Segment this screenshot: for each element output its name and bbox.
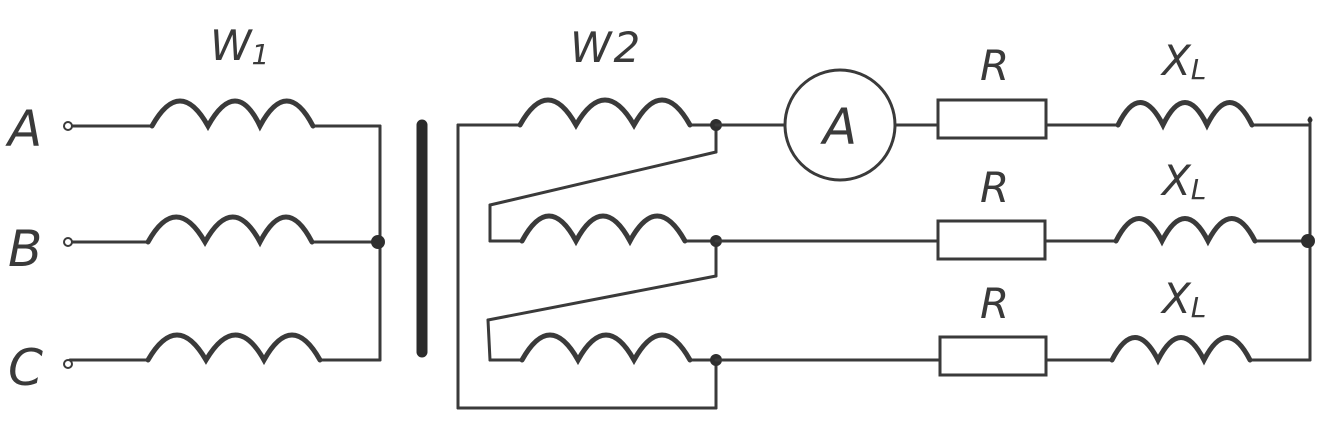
resistor-a-label: R [980, 41, 1009, 90]
inductor-a [1115, 100, 1255, 131]
inductor-c [1109, 335, 1253, 366]
load-corner-a [1307, 117, 1313, 123]
phase-c-label: C [8, 339, 43, 397]
inductor-c-subscript: L [1191, 291, 1207, 324]
terminal-c [63, 359, 73, 369]
inductor-a-label: XL [1160, 36, 1206, 86]
inductor-c-letter: X [1160, 274, 1192, 323]
phase-a-label: A [5, 100, 42, 158]
primary-winding-label: W1 [210, 21, 269, 71]
secondary-coil-a [517, 97, 693, 131]
inductor-c-label: XL [1160, 274, 1206, 324]
primary-wires [68, 124, 382, 362]
primary-coil-a [149, 98, 316, 132]
phase-b-label: B [8, 220, 42, 278]
primary-winding-letter: W [210, 21, 253, 70]
ammeter [783, 68, 897, 182]
terminal-a [63, 121, 73, 131]
resistor-a [936, 98, 1048, 140]
inductor-b [1113, 216, 1258, 247]
secondary-wires [456, 123, 718, 410]
resistor-b-label: R [980, 163, 1009, 212]
primary-winding-subscript: 1 [252, 38, 270, 71]
inductor-a-letter: X [1160, 36, 1192, 85]
resistor-c [938, 335, 1048, 377]
load-wires [714, 116, 1312, 362]
inductor-a-subscript: L [1191, 53, 1207, 86]
secondary-winding-subscript: 2 [614, 23, 641, 72]
primary-coil-c [145, 332, 323, 366]
inductor-b-subscript: L [1191, 173, 1207, 206]
secondary-coil-b [519, 213, 688, 247]
inductor-b-label: XL [1160, 156, 1206, 206]
ammeter-label: A [820, 98, 857, 156]
resistor-c-label: R [980, 279, 1009, 328]
primary-star-node [371, 235, 385, 249]
secondary-coil-c [519, 332, 693, 366]
primary-coil-b [145, 214, 315, 248]
secondary-winding-letter: W [570, 23, 613, 72]
inductor-b-letter: X [1160, 156, 1192, 205]
terminal-b [63, 237, 73, 247]
load-star-node [1301, 234, 1315, 248]
resistor-b [936, 219, 1047, 261]
secondary-winding-label: W2 [570, 23, 640, 72]
